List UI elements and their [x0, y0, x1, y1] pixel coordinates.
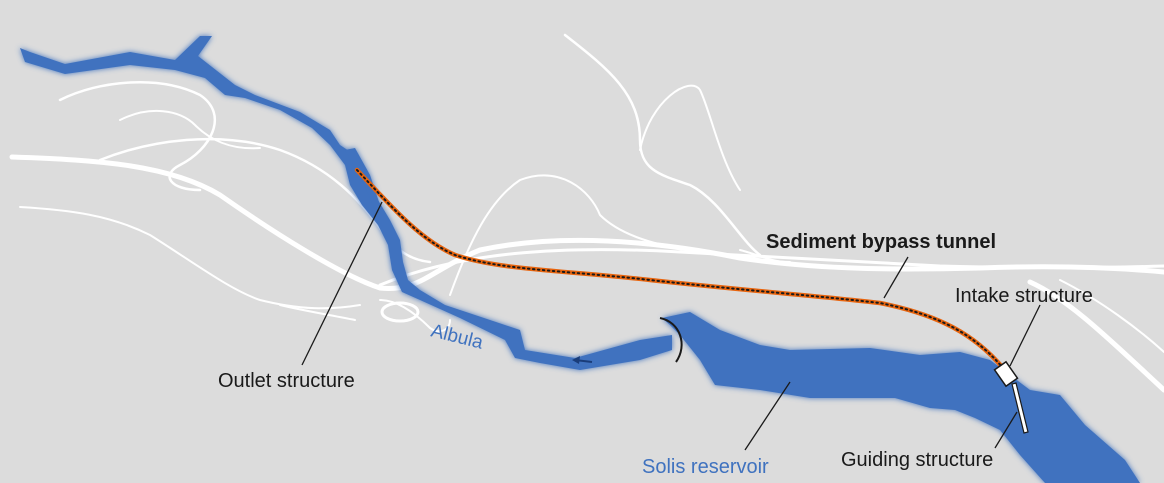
- road-east: [1027, 279, 1164, 393]
- road-bridge-area: [449, 174, 701, 296]
- intake-label: Intake structure: [955, 285, 1093, 307]
- dam-wall: [659, 317, 683, 363]
- roundabout: [380, 301, 420, 323]
- tunnel-label: Sediment bypass tunnel: [766, 231, 996, 253]
- intake-leader: [1009, 304, 1041, 367]
- reservoir-label: Solis reservoir: [642, 456, 769, 478]
- road-upper-right: [563, 33, 762, 257]
- albula-river: [20, 36, 672, 370]
- leader-lines: [301, 201, 1041, 451]
- road-network: [9, 33, 1164, 393]
- road-junction: [379, 299, 451, 333]
- road-valley-left: [58, 81, 217, 192]
- intake-structure-marker: [993, 360, 1019, 388]
- guiding-leader: [994, 411, 1018, 449]
- flow-arrow: [572, 356, 593, 364]
- guiding-label: Guiding structure: [841, 449, 993, 471]
- outlet-leader: [301, 201, 383, 366]
- sediment-bypass-tunnel: [354, 167, 1006, 371]
- solis-reservoir: [662, 312, 1140, 483]
- guiding-structure-marker: [1011, 382, 1029, 434]
- outlet-label: Outlet structure: [218, 370, 355, 392]
- road-valley-loop: [119, 109, 261, 150]
- road-upper-loop: [639, 84, 741, 191]
- road-small-1: [739, 249, 791, 263]
- road-north: [19, 206, 361, 310]
- road-east-2: [1059, 279, 1164, 353]
- rail-line: [378, 248, 1164, 287]
- tunnel-leader: [883, 256, 909, 299]
- reservoir-leader: [744, 381, 791, 451]
- road-south-left: [279, 304, 356, 321]
